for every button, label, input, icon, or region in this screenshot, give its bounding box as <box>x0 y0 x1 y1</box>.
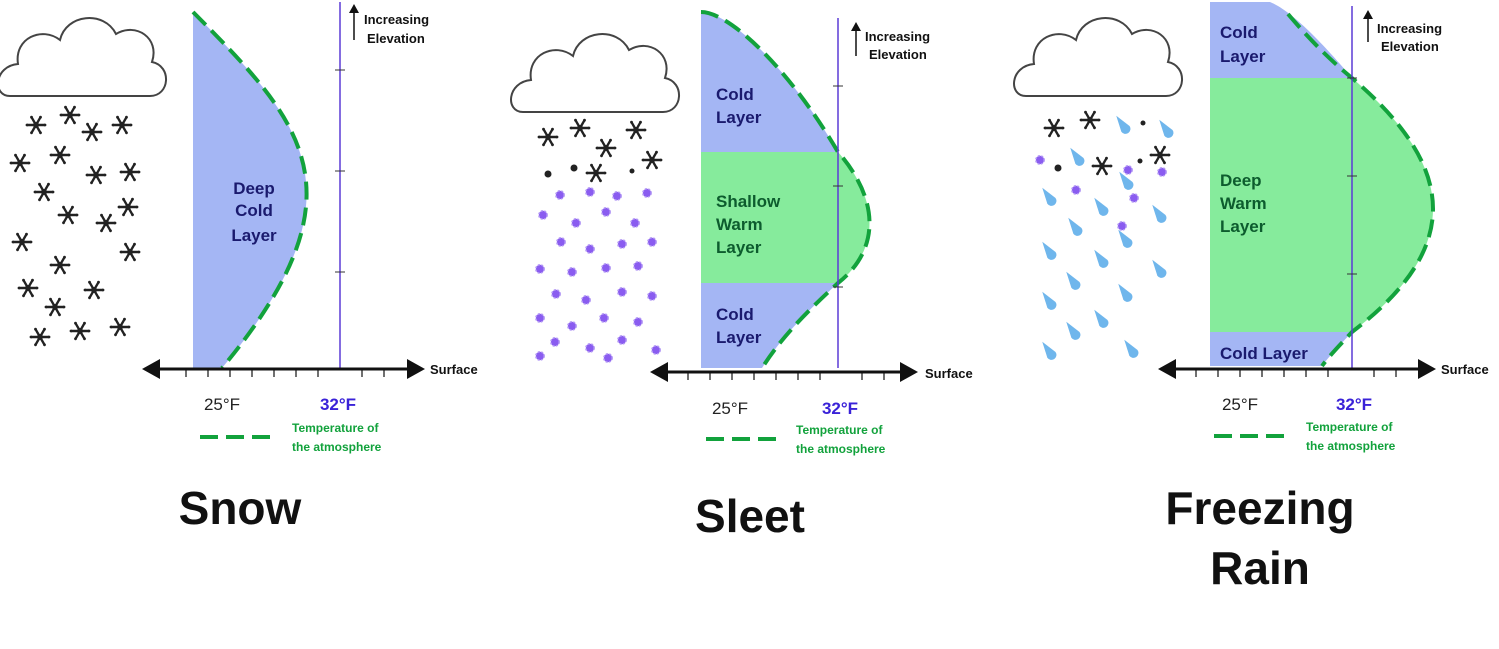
cloud-icon <box>510 33 681 113</box>
warm-layer-label-line2: Warm <box>716 215 763 234</box>
raindrop-icon-group <box>1038 112 1176 362</box>
cloud-icon <box>1013 17 1184 98</box>
temperature-curve <box>700 10 872 370</box>
caption-sleet: Sleet <box>695 490 805 542</box>
layer-label-top-line1: Cold <box>1220 23 1258 42</box>
cold-layer-region-bottom <box>1210 332 1352 366</box>
tick-25f: 25°F <box>204 395 240 414</box>
tick-32f: 32°F <box>1336 395 1372 414</box>
snowflake-icon-group <box>536 117 664 184</box>
temperature-curve <box>1286 12 1435 368</box>
legend-label-2: the atmosphere <box>292 440 382 454</box>
legend-label-1: Temperature of <box>292 421 379 435</box>
panel-freezing-rain: Increasing Elevation Surface Cold Layer … <box>1013 2 1489 453</box>
elevation-label-2: Elevation <box>367 31 425 46</box>
layer-label-line2: Cold <box>235 201 273 220</box>
tick-32f: 32°F <box>822 399 858 418</box>
tick-25f: 25°F <box>1222 395 1258 414</box>
layer-label-bottom: Cold Layer <box>1220 344 1308 363</box>
warm-layer-label-line2: Warm <box>1220 194 1267 213</box>
layer-label-line1: Deep <box>233 179 275 198</box>
layer-label-bottom-line2: Layer <box>716 328 762 347</box>
tick-32f: 32°F <box>320 395 356 414</box>
warm-layer-label-line3: Layer <box>716 238 762 257</box>
legend-label-1: Temperature of <box>1306 420 1393 434</box>
elevation-label-2: Elevation <box>869 47 927 62</box>
layer-label-top-line1: Cold <box>716 85 754 104</box>
elevation-label-1: Increasing <box>865 29 930 44</box>
cloud-icon <box>0 17 168 98</box>
caption-snow: Snow <box>178 482 302 534</box>
legend-label-2: the atmosphere <box>1306 439 1396 453</box>
panel-snow: Increasing Elevation Surface Deep Cold L… <box>0 2 478 454</box>
cold-layer-region <box>193 12 307 368</box>
elevation-label-2: Elevation <box>1381 39 1439 54</box>
surface-label: Surface <box>430 362 478 377</box>
snowflake-icon-group <box>8 104 142 348</box>
legend-label-1: Temperature of <box>796 423 883 437</box>
surface-label: Surface <box>925 366 973 381</box>
warm-layer-region <box>701 152 838 283</box>
snowflake-icon-group <box>1042 109 1172 177</box>
elevation-label-1: Increasing <box>364 12 429 27</box>
warm-layer-label-line1: Shallow <box>716 192 781 211</box>
cold-layer-region-top <box>1210 2 1352 78</box>
cold-layer-region-top <box>701 12 838 152</box>
warm-layer-label-line3: Layer <box>1220 217 1266 236</box>
cold-layer-region-bottom <box>701 283 838 368</box>
warm-layer-region <box>1210 78 1352 332</box>
panel-sleet: Increasing Elevation Surface Cold Layer … <box>510 10 973 456</box>
legend-label-2: the atmosphere <box>796 442 886 456</box>
warm-layer-label-line1: Deep <box>1220 171 1262 190</box>
temperature-curve <box>191 10 309 370</box>
tick-25f: 25°F <box>712 399 748 418</box>
layer-label-line3: Layer <box>231 226 277 245</box>
sleet-pellet-icon-group <box>535 187 661 363</box>
layer-label-bottom-line1: Cold <box>716 305 754 324</box>
surface-label: Surface <box>1441 362 1489 377</box>
elevation-label-1: Increasing <box>1377 21 1442 36</box>
layer-label-top-line2: Layer <box>1220 47 1266 66</box>
layer-label-top-line2: Layer <box>716 108 762 127</box>
